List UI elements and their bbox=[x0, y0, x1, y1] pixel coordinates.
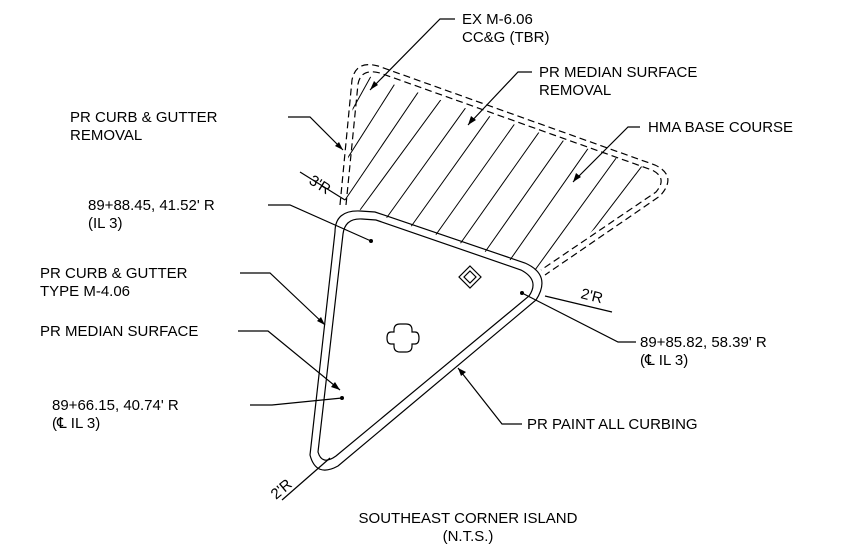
median-removal-line2: REMOVAL bbox=[539, 82, 611, 99]
existing-island-outline bbox=[339, 64, 669, 276]
curb-type-line1: PR CURB & GUTTER bbox=[40, 265, 188, 282]
station-right-line1: 89+85.82, 58.39' R bbox=[640, 334, 767, 351]
radius-dimensions bbox=[281, 171, 613, 501]
proposed-island bbox=[309, 210, 543, 471]
callout-hma-base: HMA BASE COURSE bbox=[648, 119, 793, 136]
radius-top-label: 3'R bbox=[306, 172, 334, 198]
station-top-left-line1: 89+88.45, 41.52' R bbox=[88, 197, 215, 214]
radius-right-label: 2'R bbox=[579, 285, 605, 307]
median-surface-line1: PR MEDIAN SURFACE bbox=[40, 323, 198, 340]
callout-curb-type: PR CURB & GUTTER TYPE M-4.06 bbox=[40, 265, 188, 300]
curb-removal-line2: REMOVAL bbox=[70, 127, 142, 144]
rounded-cross-symbol-icon bbox=[386, 323, 420, 353]
callout-station-bottom-left: 89+66.15, 40.74' R (℄ IL 3) bbox=[52, 397, 179, 432]
ex-curb-line1: EX M-6.06 bbox=[462, 11, 533, 28]
curb-type-line2: TYPE M-4.06 bbox=[40, 283, 130, 300]
station-bottom-left-line1: 89+66.15, 40.74' R bbox=[52, 397, 179, 414]
station-bottom-left-line2: (℄ IL 3) bbox=[52, 415, 100, 432]
callout-ex-curb: EX M-6.06 CC&G (TBR) bbox=[462, 11, 550, 46]
leader-lines bbox=[238, 18, 640, 425]
callout-curb-removal: PR CURB & GUTTER REMOVAL bbox=[70, 109, 218, 144]
radius-bottom-label: 2'R bbox=[268, 476, 296, 503]
diamond-symbol-icon bbox=[458, 265, 482, 289]
median-removal-hatch bbox=[343, 72, 658, 278]
drawing-title: SOUTHEAST CORNER ISLAND (N.T.S.) bbox=[359, 510, 578, 545]
callout-paint-curbing: PR PAINT ALL CURBING bbox=[527, 416, 698, 433]
hma-base-line1: HMA BASE COURSE bbox=[648, 119, 793, 136]
callout-station-top-left: 89+88.45, 41.52' R (IL 3) bbox=[88, 197, 215, 232]
station-top-left-line2: (IL 3) bbox=[88, 215, 122, 232]
callout-median-surface: PR MEDIAN SURFACE bbox=[40, 323, 198, 340]
ex-curb-line2: CC&G (TBR) bbox=[462, 29, 550, 46]
median-removal-line1: PR MEDIAN SURFACE bbox=[539, 64, 697, 81]
callout-median-removal: PR MEDIAN SURFACE REMOVAL bbox=[539, 64, 697, 99]
title-line2: (N.T.S.) bbox=[443, 528, 494, 545]
curb-removal-line1: PR CURB & GUTTER bbox=[70, 109, 218, 126]
callout-station-right: 89+85.82, 58.39' R (℄ IL 3) bbox=[640, 334, 767, 369]
station-right-line2: (℄ IL 3) bbox=[640, 352, 688, 369]
title-line1: SOUTHEAST CORNER ISLAND bbox=[359, 510, 578, 527]
paint-curbing-line1: PR PAINT ALL CURBING bbox=[527, 416, 698, 433]
